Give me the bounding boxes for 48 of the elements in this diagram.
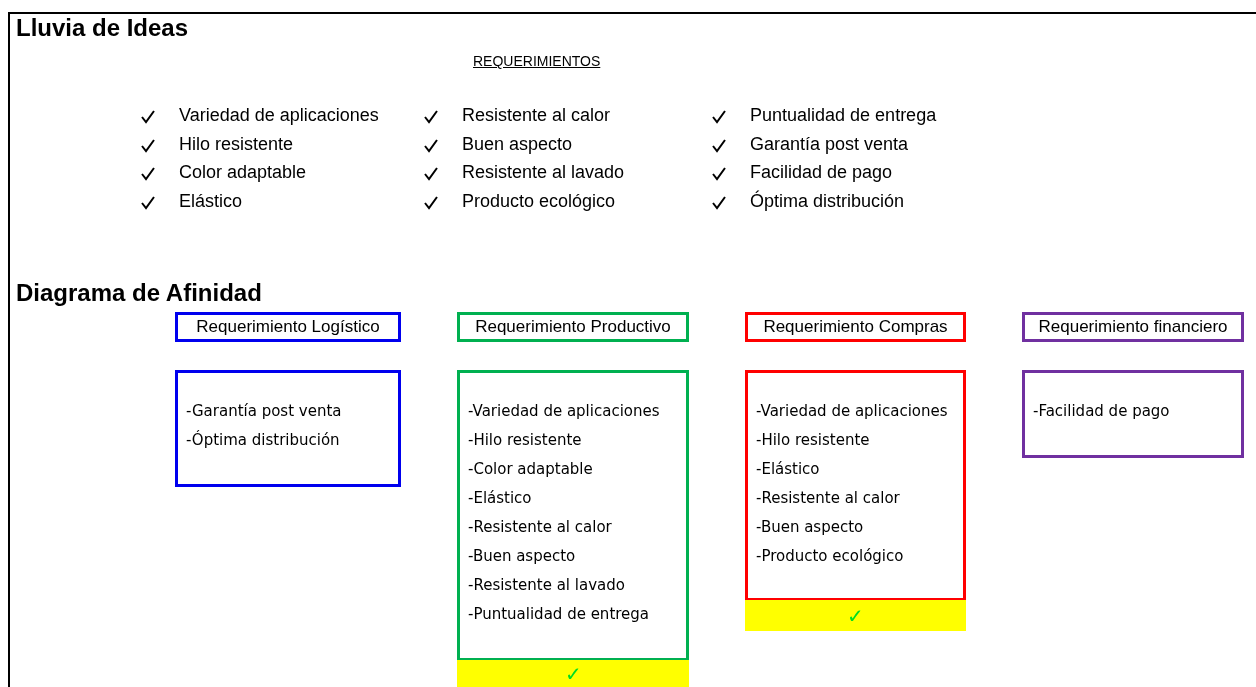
list-item: Hilo resistente bbox=[179, 133, 294, 155]
section-title: Diagrama de Afinidad bbox=[16, 279, 262, 307]
list-item: -Elástico bbox=[756, 459, 821, 480]
list-item: -Buen aspecto bbox=[468, 546, 577, 567]
category-list-box bbox=[457, 370, 689, 661]
category-header-box bbox=[457, 312, 689, 342]
section-title: Lluvia de Ideas bbox=[16, 14, 189, 42]
category-list-box bbox=[175, 370, 401, 487]
list-item: Variedad de aplicaciones bbox=[179, 105, 379, 126]
category-list-box bbox=[1022, 370, 1244, 458]
check-mark: ✓ bbox=[847, 603, 864, 628]
list-item: Producto ecológico bbox=[462, 190, 616, 212]
list-item: -Variedad de aplicaciones bbox=[468, 401, 661, 422]
check-mark: ✓ bbox=[564, 661, 582, 686]
list-item: Elástico bbox=[179, 190, 243, 212]
list-item: -Garantía post venta bbox=[186, 401, 343, 422]
list-item: Resistente al lavado bbox=[462, 162, 625, 183]
category-header-box bbox=[175, 312, 401, 342]
list-item: -Resistente al calor bbox=[756, 488, 901, 509]
list-item: -Óptima distribución bbox=[186, 429, 341, 451]
list-heading: REQUERIMIENTOS bbox=[473, 53, 601, 69]
highlight-bar bbox=[457, 660, 689, 687]
list-item: -Hilo resistente bbox=[756, 430, 871, 451]
list-item: -Buen aspecto bbox=[756, 517, 865, 538]
header-text: Requerimiento Compras bbox=[763, 317, 948, 337]
list-item: Óptima distribución bbox=[750, 190, 905, 212]
list-item: Garantía post venta bbox=[750, 133, 909, 155]
list-item: Puntualidad de entrega bbox=[750, 105, 937, 126]
list-item: -Resistente al calor bbox=[468, 517, 613, 538]
list-item: -Elástico bbox=[468, 488, 533, 509]
list-item: Resistente al calor bbox=[462, 105, 611, 126]
list-item: -Resistente al lavado bbox=[468, 575, 626, 596]
list-item: Facilidad de pago bbox=[750, 162, 893, 183]
list-item: -Producto ecológico bbox=[756, 546, 905, 567]
list-item: Buen aspecto bbox=[462, 133, 573, 155]
highlight-bar bbox=[745, 600, 966, 631]
category-header-box bbox=[1022, 312, 1244, 342]
list-item: -Facilidad de pago bbox=[1033, 401, 1171, 422]
list-item: -Color adaptable bbox=[468, 459, 594, 480]
list-item: -Variedad de aplicaciones bbox=[756, 401, 949, 422]
list-item: -Hilo resistente bbox=[468, 430, 583, 451]
list-item: Color adaptable bbox=[179, 162, 307, 183]
header-text: Requerimiento financiero bbox=[1038, 317, 1228, 337]
category-list-box bbox=[745, 370, 966, 601]
header-text: Requerimiento Logístico bbox=[196, 317, 380, 337]
header-text: Requerimiento Productivo bbox=[475, 317, 671, 337]
list-item: -Puntualidad de entrega bbox=[468, 604, 651, 625]
category-header-box bbox=[745, 312, 966, 342]
